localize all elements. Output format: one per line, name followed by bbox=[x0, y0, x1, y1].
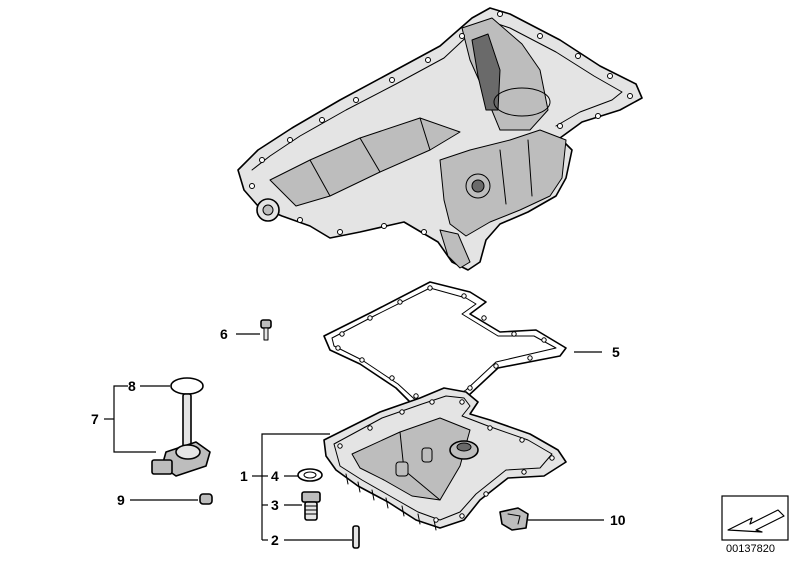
callout-9: 9 bbox=[117, 492, 125, 508]
nut-part-9 bbox=[199, 493, 213, 505]
arrow-icon[interactable] bbox=[721, 495, 789, 541]
callout-7: 7 bbox=[91, 411, 99, 427]
callout-8: 8 bbox=[128, 378, 136, 394]
callout-4: 4 bbox=[271, 468, 279, 484]
lower-oil-pan bbox=[323, 387, 567, 531]
pan-bolt-holes bbox=[337, 399, 555, 523]
drain-plug-part-3 bbox=[301, 491, 321, 521]
gasket-bolt-holes bbox=[335, 285, 547, 407]
leader-lines bbox=[104, 333, 604, 541]
callout-5: 5 bbox=[612, 344, 620, 360]
callout-2: 2 bbox=[271, 532, 279, 548]
seal-ring-part-4 bbox=[297, 468, 323, 482]
callout-10: 10 bbox=[610, 512, 626, 528]
callout-3: 3 bbox=[271, 497, 279, 513]
clip-part-10 bbox=[499, 507, 529, 531]
callout-6: 6 bbox=[220, 326, 228, 342]
callout-1: 1 bbox=[240, 468, 248, 484]
upper-oil-sump bbox=[237, 7, 643, 271]
diagram-id: 00137820 bbox=[726, 543, 775, 555]
o-ring-part-8 bbox=[170, 377, 204, 395]
dowel-pin-part-2 bbox=[352, 525, 360, 549]
oil-level-sensor-part-7 bbox=[151, 393, 211, 477]
oil-pan-gasket bbox=[323, 281, 567, 413]
bolt-part-6 bbox=[260, 319, 272, 341]
sump-bolt-holes bbox=[249, 11, 633, 235]
